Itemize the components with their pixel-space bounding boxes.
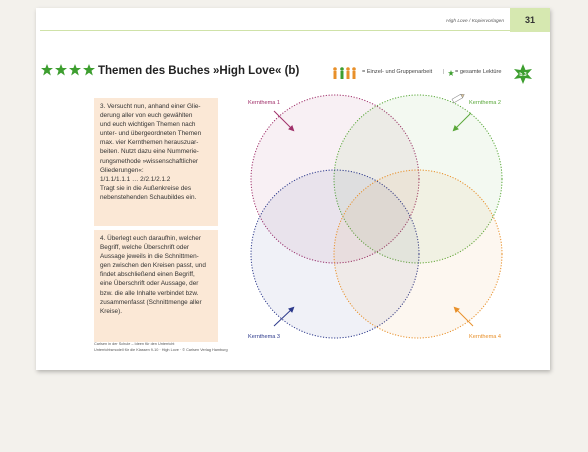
legend-group-text: = Einzel- und Gruppenarbeit xyxy=(362,69,433,75)
task-line: findet abschließend einen Begriff, xyxy=(100,271,195,279)
task-line: unter- und übergeordneten Themen xyxy=(100,130,202,138)
arrow-kernthema-1 xyxy=(273,110,295,132)
running-title: High Love / Kopiervorlagen xyxy=(446,19,504,24)
star-icon xyxy=(69,64,81,76)
circle-kernthema-3 xyxy=(250,169,420,339)
star-icon xyxy=(83,64,95,76)
arrow-kernthema-4 xyxy=(453,306,474,327)
arrow-kernthema-2 xyxy=(452,112,472,132)
label-kernthema-4: Kernthema 4 xyxy=(469,334,501,340)
legend-reading-text: = gesamte Lektüre xyxy=(455,69,502,75)
task-line: zusammenfasst (Schnittmenge aller xyxy=(100,298,202,306)
footer-line: Unterrichtsmodell für die Klassen 9-10 ·… xyxy=(94,347,228,352)
circle-kernthema-4 xyxy=(333,169,503,339)
header-band xyxy=(40,8,510,31)
task-line: eine Überschrift oder Aussage, der xyxy=(100,280,199,288)
legend: = Einzel- und Gruppenarbeit | = gesamte … xyxy=(332,66,502,80)
footer-line: Carlsen in der Schule – Ideen für den Un… xyxy=(94,342,175,346)
task-line: Kreise). xyxy=(100,307,123,315)
page-number: 31 xyxy=(510,8,550,32)
badge-label: b.3 xyxy=(519,72,526,78)
circle-kernthema-2 xyxy=(333,94,503,264)
reading-star-icon xyxy=(448,70,454,76)
task-line: 4. Überlegt euch daraufhin, welcher xyxy=(100,235,201,242)
task-line: 1/1.1/1.1.1 … 2/2.1/2.1.2 xyxy=(100,175,171,183)
pencil-icon xyxy=(451,93,465,104)
task-line: Gliederungen«: xyxy=(100,166,144,174)
star-icon xyxy=(55,64,67,76)
task-line: Begriff, welche Überschrift oder xyxy=(100,244,190,252)
task-line: 3. Versucht nun, anhand einer Glie- xyxy=(100,103,201,110)
task-3-box: 3. Versucht nun, anhand einer Glie-derun… xyxy=(94,98,218,226)
task-line: nebenstehenden Schaubildes ein. xyxy=(100,193,197,201)
footer: Carlsen in der Schule – Ideen für den Un… xyxy=(94,342,228,353)
task-line: und euch wichtigen Themen nach xyxy=(100,121,196,129)
star-icon xyxy=(41,64,53,76)
task-line: Aussage jeweils in die Schnittmen- xyxy=(100,253,199,261)
label-kernthema-1: Kernthema 1 xyxy=(248,100,280,106)
task-line: derung aller von euch gewählten xyxy=(100,112,193,120)
label-kernthema-3: Kernthema 3 xyxy=(248,334,280,340)
task-line: gen zwischen den Kreisen passt, und xyxy=(100,262,206,270)
task-line: bzw. die alle Inhalte verbindet bzw. xyxy=(100,289,199,297)
legend-separator: | xyxy=(443,69,445,75)
circle-kernthema-1 xyxy=(250,94,420,264)
task-badge: b.3 xyxy=(514,64,532,84)
task-line: rungsmethode »wissenschaftlicher xyxy=(100,157,199,165)
header-bar: High Love / Kopiervorlagen 31 xyxy=(36,8,550,32)
task-line: max. vier Kernthemen herauszuar- xyxy=(100,139,199,147)
arrow-kernthema-3 xyxy=(273,306,295,327)
label-kernthema-2: Kernthema 2 xyxy=(469,100,501,106)
star-rating-icons xyxy=(41,64,95,76)
task-line: beiten. Nutzt dazu eine Nummerie- xyxy=(100,148,199,156)
page-title: Themen des Buches »High Love« (b) xyxy=(98,65,300,77)
group-people-icon xyxy=(333,67,356,79)
task-line: Tragt sie in die Außenkreise des xyxy=(100,184,192,192)
task-3-text: 3. Versucht nun, anhand einer Glie-derun… xyxy=(100,102,212,202)
venn-diagram: Kernthema 1 Kernthema 2 Kernthema 3 Kern… xyxy=(248,93,503,340)
worksheet-page: High Love / Kopiervorlagen 31 Themen des… xyxy=(36,8,550,370)
